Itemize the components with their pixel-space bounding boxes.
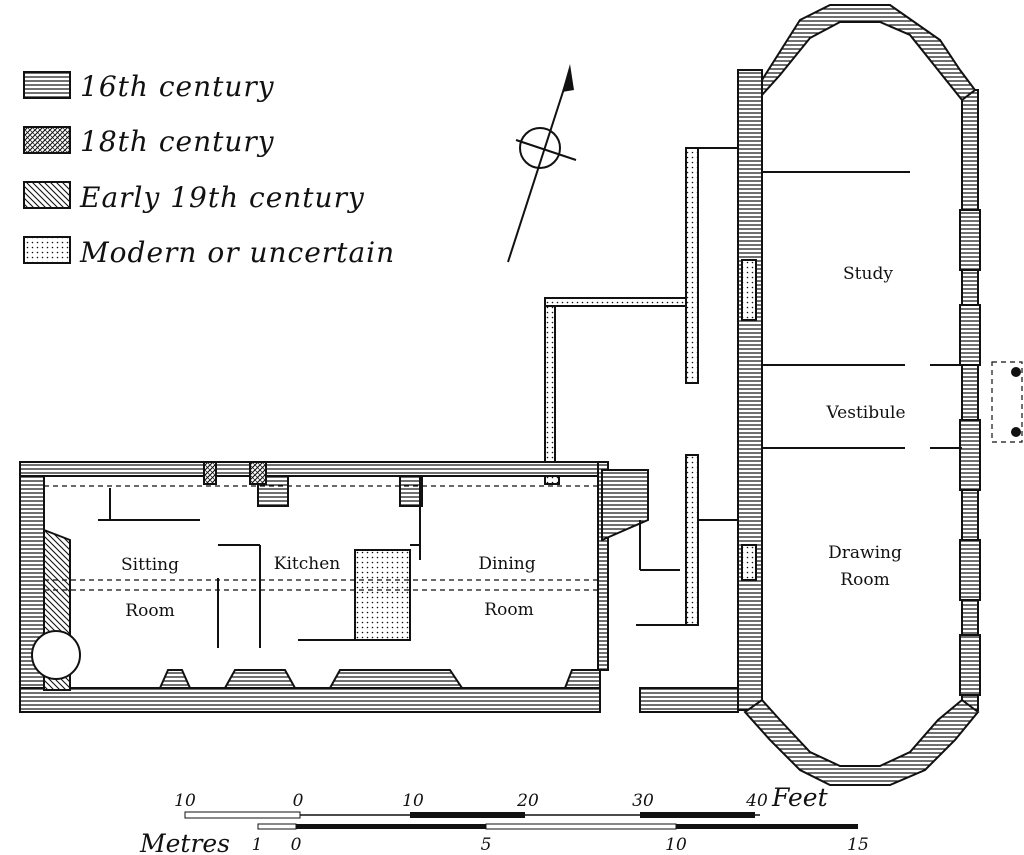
service-wing-west-wall (544, 297, 556, 467)
main-range (19, 461, 739, 713)
scale-tick-label: 1 (252, 835, 263, 855)
legend-item-16th-century: 16th century (23, 70, 275, 103)
legend-item-modern-or-uncertain: Modern or uncertain (23, 236, 395, 269)
scale-tick-label: 30 (632, 791, 654, 811)
corridor-west-wall (685, 147, 699, 384)
legend-swatch-dots (23, 236, 71, 264)
room-label-vestibule: Vestibule (825, 403, 905, 423)
kitchen-modern-block (354, 549, 411, 641)
modern-infill (741, 544, 757, 581)
buttress (959, 304, 981, 366)
scale-tick-label: 0 (293, 791, 304, 811)
scale-tick-label: 5 (481, 835, 492, 855)
east-wing-west-wall (737, 69, 763, 711)
scale-tick-label: 10 (174, 791, 196, 811)
north-apse-wall (761, 4, 977, 102)
room-label-kitchen: Kitchen (274, 554, 340, 574)
scale-tick-label: 0 (291, 835, 302, 855)
east-wing (737, 4, 1023, 786)
scale-unit-feet: Feet (771, 783, 829, 812)
room-label-drawing: Drawing (828, 543, 902, 563)
scale-tick-label: 10 (665, 835, 687, 855)
legend-item-18th-century: 18th century (23, 125, 275, 158)
scale-bar-metres: Metres 1 0 5 10 15 (139, 823, 869, 855)
scale-tick-label: 20 (516, 791, 539, 811)
room-label-study: Study (843, 264, 893, 284)
south-apse-wall (743, 698, 980, 786)
corridor (685, 147, 738, 626)
legend-label: Early 19th century (79, 181, 365, 214)
service-wing (544, 297, 687, 485)
chimney-breast (399, 475, 423, 507)
south-link-wall (639, 687, 739, 713)
modern-infill (741, 259, 757, 321)
scale-tick-label: 40 (745, 791, 768, 811)
legend-label: Modern or uncertain (79, 236, 395, 269)
buttress (959, 419, 981, 491)
room-label-sitting: Sitting (121, 555, 179, 575)
18th-century-fragment (203, 461, 217, 485)
main-range-north-wall (19, 461, 601, 477)
scale-bar-feet: 10 0 10 20 30 40 Feet (174, 783, 829, 819)
legend-swatch-cross-hatch (23, 126, 71, 154)
scale-tick-label: 15 (847, 835, 869, 855)
buttress (959, 634, 981, 696)
service-wing-north-wall (544, 297, 687, 307)
staircase-wall (597, 461, 609, 671)
east-wing-east-wall (961, 89, 979, 711)
18th-century-fragment (249, 461, 267, 485)
buttress (959, 539, 981, 601)
legend-swatch-horizontal-lines (23, 71, 71, 99)
corridor-west-wall (685, 454, 699, 626)
north-arrow-icon (507, 64, 577, 263)
entrance-porch (991, 361, 1023, 443)
room-labels: Study Vestibule Drawing Room Sitting Roo… (121, 264, 906, 621)
room-label-dining: Dining (478, 554, 535, 574)
staircase (601, 469, 649, 542)
buttress (959, 209, 981, 271)
room-label-sitting-room: Room (125, 601, 174, 621)
legend-swatch-diagonal-lines (23, 181, 71, 209)
legend-item-early-19th-century: Early 19th century (23, 181, 365, 214)
legend: 16th century 18th century Early 19th cen… (23, 70, 395, 269)
chimney-breast (257, 475, 289, 507)
main-range-south-wall (19, 687, 601, 713)
legend-label: 18th century (80, 125, 275, 158)
oven (31, 630, 81, 680)
legend-label: 16th century (80, 70, 275, 103)
scale-tick-label: 10 (402, 791, 424, 811)
room-label-dining-room: Room (484, 600, 533, 620)
room-label-drawing-room: Room (840, 570, 889, 590)
scale-unit-metres: Metres (139, 829, 230, 855)
